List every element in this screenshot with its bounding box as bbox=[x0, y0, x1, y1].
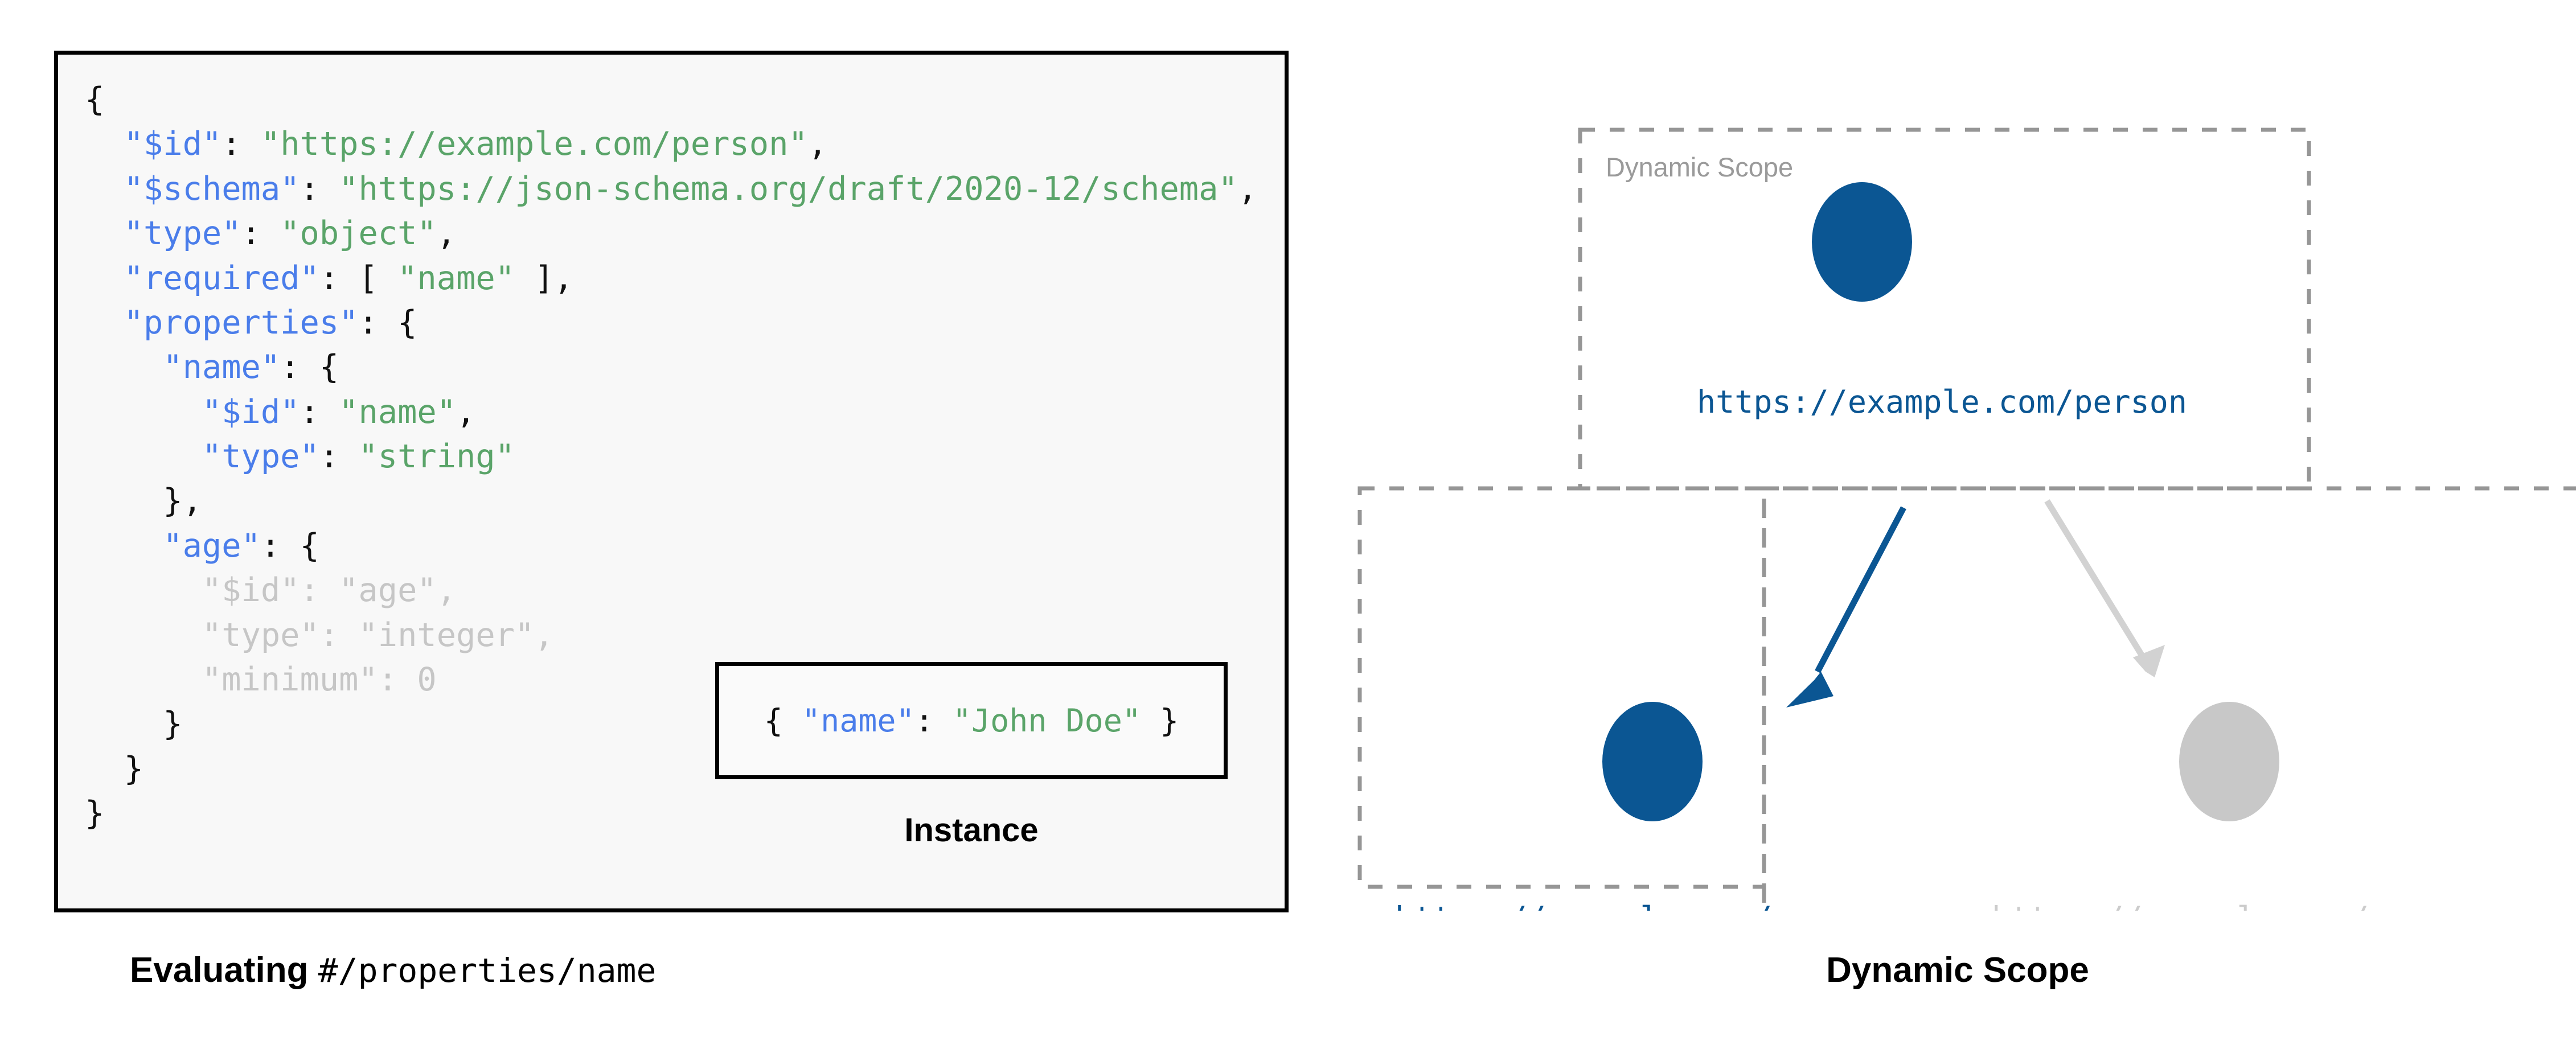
code-token: "type" bbox=[124, 215, 241, 253]
code-line: } bbox=[85, 795, 104, 832]
code-token: "$schema" bbox=[124, 170, 300, 208]
code-token: } bbox=[1141, 702, 1179, 739]
code-token: "properties" bbox=[124, 303, 359, 342]
left-figure-caption: Evaluating #/properties/name bbox=[130, 950, 656, 990]
code-token: "https://example.com/person" bbox=[260, 125, 808, 163]
instance-caption: Instance bbox=[904, 812, 1039, 849]
code-line: { bbox=[85, 81, 104, 118]
code-token: "string" bbox=[358, 438, 515, 475]
code-token: "https://json-schema.org/draft/2020-12/s… bbox=[339, 170, 1238, 208]
node-age[interactable] bbox=[2179, 702, 2279, 821]
code-token: "name" bbox=[163, 348, 281, 386]
code-token: "age" bbox=[163, 526, 261, 565]
code-token: "name" bbox=[801, 702, 915, 739]
code-token: { bbox=[85, 81, 105, 118]
code-line: "$id": "age", bbox=[85, 571, 456, 609]
code-line: } bbox=[85, 750, 143, 788]
node-name[interactable] bbox=[1602, 702, 1703, 821]
code-token: "John Doe" bbox=[952, 702, 1142, 739]
code-line: "$schema": "https://json-schema.org/draf… bbox=[85, 170, 1257, 208]
dynamic-scope-tag: Dynamic Scope bbox=[1606, 152, 1793, 182]
code-token: : bbox=[300, 170, 339, 208]
right-figure-caption: Dynamic Scope bbox=[1826, 951, 2089, 990]
code-token bbox=[85, 393, 202, 431]
code-token: }, bbox=[85, 482, 202, 520]
code-line: "type": "object", bbox=[85, 215, 456, 252]
age-scope-box bbox=[1762, 486, 2576, 911]
node-person[interactable] bbox=[1812, 182, 1912, 302]
code-token: : bbox=[319, 438, 359, 475]
node-label-age: https://example.com/age bbox=[1992, 900, 2426, 911]
code-token: } bbox=[85, 795, 105, 832]
code-token bbox=[85, 260, 124, 297]
code-line: "minimum": 0 bbox=[85, 661, 437, 698]
code-token bbox=[85, 215, 124, 252]
code-token: "object" bbox=[280, 215, 437, 253]
code-line: "$id": "https://example.com/person", bbox=[85, 125, 827, 163]
code-line: "name": { bbox=[85, 348, 339, 386]
code-token: { bbox=[764, 702, 802, 739]
code-line: "age": { bbox=[85, 527, 319, 565]
code-token: "required" bbox=[124, 259, 319, 297]
code-token: , bbox=[436, 215, 457, 253]
dynamic-scope-diagram: Dynamic Scope https://example.com/person… bbox=[1355, 102, 2576, 911]
code-token: "$id" bbox=[124, 125, 222, 163]
edge-person-to-age bbox=[2044, 499, 2165, 677]
code-token: "type" bbox=[202, 438, 319, 475]
code-token: : bbox=[221, 125, 261, 163]
code-token: "minimum": 0 bbox=[85, 660, 437, 698]
dynamic-scope-box bbox=[1578, 127, 2311, 491]
code-token: "$id": "age", bbox=[85, 571, 457, 610]
schema-code-block: { "$id": "https://example.com/person", "… bbox=[85, 77, 1257, 836]
code-line: "properties": { bbox=[85, 304, 417, 342]
node-label-name: https://example.com/name bbox=[1395, 900, 1848, 911]
code-token: } bbox=[85, 750, 143, 788]
code-token bbox=[85, 348, 163, 386]
code-token: "type": "integer", bbox=[85, 616, 554, 654]
code-line: "required": [ "name" ], bbox=[85, 260, 573, 297]
left-caption-pointer: #/properties/name bbox=[318, 951, 657, 990]
node-label-person: https://example.com/person bbox=[1697, 384, 2187, 420]
code-token: ], bbox=[515, 259, 573, 297]
code-line: "$id": "name", bbox=[85, 393, 475, 431]
code-line: } bbox=[85, 705, 183, 743]
code-token: : { bbox=[358, 303, 417, 342]
code-line: "type": "integer", bbox=[85, 616, 554, 654]
code-token: : { bbox=[280, 348, 339, 386]
edge-person-to-name bbox=[1786, 506, 1906, 708]
code-token: "name" bbox=[339, 393, 457, 431]
code-token: "name" bbox=[397, 259, 515, 297]
code-token: } bbox=[85, 705, 183, 743]
code-line: }, bbox=[85, 482, 202, 520]
code-token: , bbox=[456, 393, 476, 431]
code-token: : bbox=[241, 215, 281, 253]
instance-box: { "name": "John Doe" } bbox=[715, 662, 1228, 779]
code-token bbox=[85, 438, 202, 475]
schema-panel: { "$id": "https://example.com/person", "… bbox=[54, 51, 1289, 912]
code-token bbox=[85, 125, 124, 163]
code-token: : { bbox=[260, 526, 319, 565]
code-token: "$id" bbox=[202, 393, 300, 431]
code-token: : bbox=[914, 702, 953, 739]
code-line: "type": "string" bbox=[85, 438, 515, 475]
name-scope-box bbox=[1357, 486, 1766, 889]
code-token bbox=[85, 527, 163, 565]
code-token: , bbox=[1237, 170, 1258, 208]
code-token: : bbox=[300, 393, 339, 431]
code-token bbox=[85, 170, 124, 208]
code-token: : [ bbox=[319, 259, 398, 297]
code-token bbox=[85, 304, 124, 342]
code-token: , bbox=[807, 125, 828, 163]
instance-code: { "name": "John Doe" } bbox=[764, 702, 1179, 739]
left-caption-prefix: Evaluating bbox=[130, 951, 318, 990]
